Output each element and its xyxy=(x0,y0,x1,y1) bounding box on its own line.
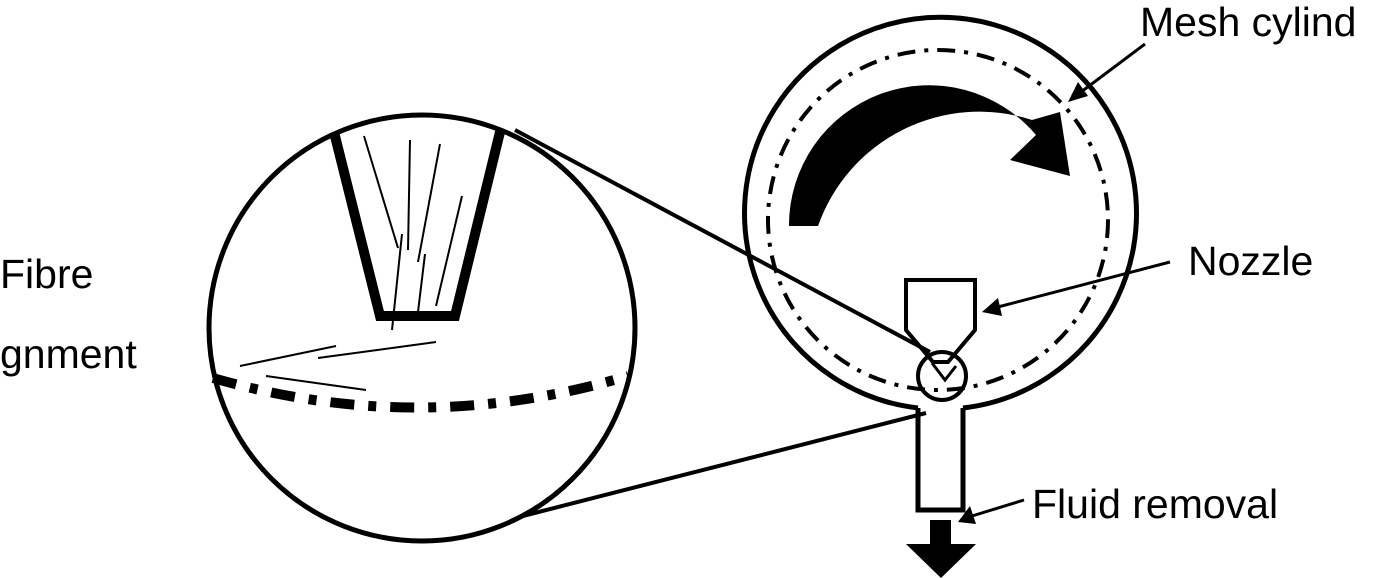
fibres-in-nozzle xyxy=(363,135,463,331)
mesh-cylinder xyxy=(742,14,1139,411)
outlet-pipe xyxy=(915,408,966,513)
nozzle xyxy=(904,278,977,402)
callout-arrowheads xyxy=(958,82,1088,524)
magnify-spot xyxy=(916,350,968,402)
callout-lines xyxy=(971,42,1171,518)
magnified-circle xyxy=(206,112,638,544)
nozzle-label: Nozzle xyxy=(1188,238,1313,284)
magnified-view xyxy=(206,112,638,544)
magnified-mesh-dashes xyxy=(211,371,630,413)
zoom-lines xyxy=(514,128,931,520)
fibre-label: Fibre xyxy=(0,251,93,297)
cylinder-outline xyxy=(742,14,1139,411)
aligned-fibres xyxy=(239,341,437,391)
magnified-nozzle xyxy=(329,130,505,321)
fluid-removal-arrow-icon xyxy=(906,520,976,578)
alignment-label: gnment xyxy=(0,331,137,377)
fluid-removal-label: Fluid removal xyxy=(1032,481,1278,527)
mesh-dashed-ring xyxy=(766,48,1110,392)
rotation-arrow-icon xyxy=(788,85,1070,226)
mesh-cylinder-label: Mesh cylind xyxy=(1140,0,1356,45)
